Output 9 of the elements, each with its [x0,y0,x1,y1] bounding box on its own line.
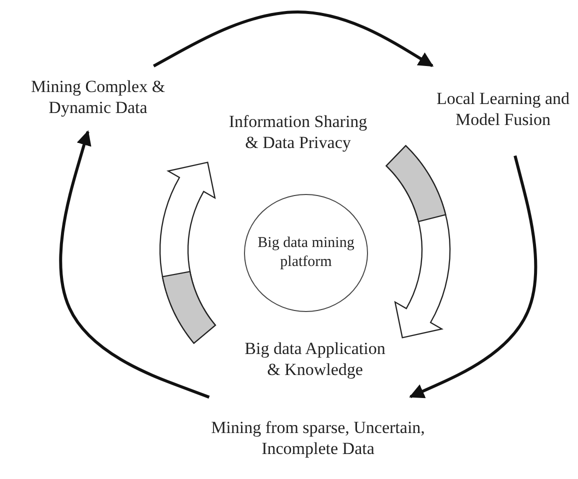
cycle-arrow [409,155,538,398]
stage-label: Mining from sparse, Uncertain, Incomplete Data [210,417,426,459]
stage-label: Local Learning and Model Fusion [435,88,571,130]
stage-label: Mining Complex & Dynamic Data [30,76,166,118]
platform-label: Big data mining platform [256,234,356,272]
cycle-arrow [152,10,434,68]
stage-label: Information Sharing & Data Privacy [228,111,368,153]
stage-label: Big data Application & Knowledge [244,338,386,380]
cycle-arrow [59,130,210,399]
